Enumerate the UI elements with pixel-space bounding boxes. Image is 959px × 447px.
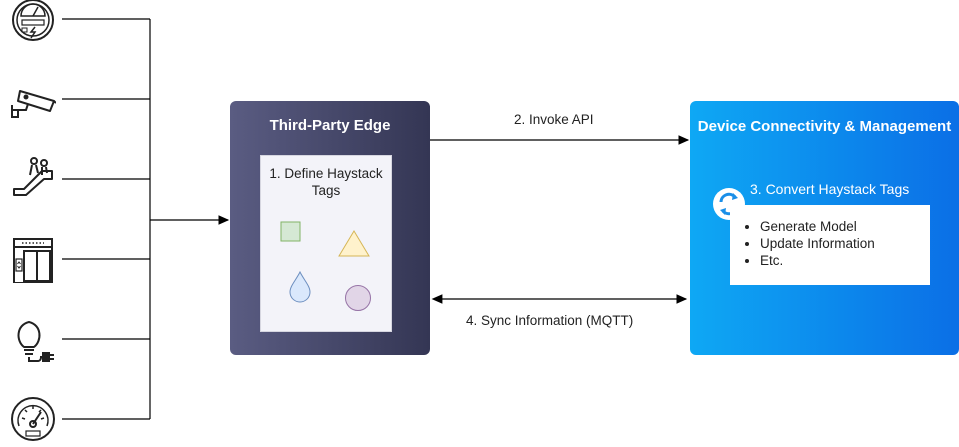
yellow-triangle-icon	[338, 230, 370, 257]
dcm-title: Device Connectivity & Management	[697, 118, 952, 135]
blue-drop-icon	[289, 270, 311, 303]
escalator-icon	[10, 155, 56, 201]
define-tags-step-label: 1. Define Haystack Tags	[269, 166, 383, 198]
tag-definition-panel: 1. Define Haystack Tags	[260, 155, 392, 332]
elevator-icon	[10, 237, 56, 284]
invoke-api-label: 2. Invoke API	[514, 112, 594, 127]
sync-information-label: 4. Sync Information (MQTT)	[466, 313, 634, 328]
tag-shapes	[280, 221, 371, 311]
power-meter-icon	[10, 0, 56, 44]
conversion-list-panel: Generate Model Update Information Etc.	[730, 205, 930, 285]
list-item: Update Information	[760, 235, 875, 252]
edge-title: Third-Party Edge	[269, 117, 391, 134]
green-square-icon	[280, 221, 301, 242]
gauge-icon	[10, 396, 56, 442]
third-party-edge-box: Third-Party Edge 1. Define Haystack Tags	[230, 101, 430, 355]
security-camera-icon	[10, 77, 57, 123]
convert-tags-step-label: 3. Convert Haystack Tags	[750, 181, 910, 197]
list-item: Generate Model	[760, 218, 875, 235]
list-item: Etc.	[760, 252, 875, 269]
purple-circle-icon	[345, 285, 371, 311]
smart-bulb-icon	[10, 317, 56, 363]
device-connectivity-management-box: Device Connectivity & Management 3. Conv…	[690, 101, 959, 355]
